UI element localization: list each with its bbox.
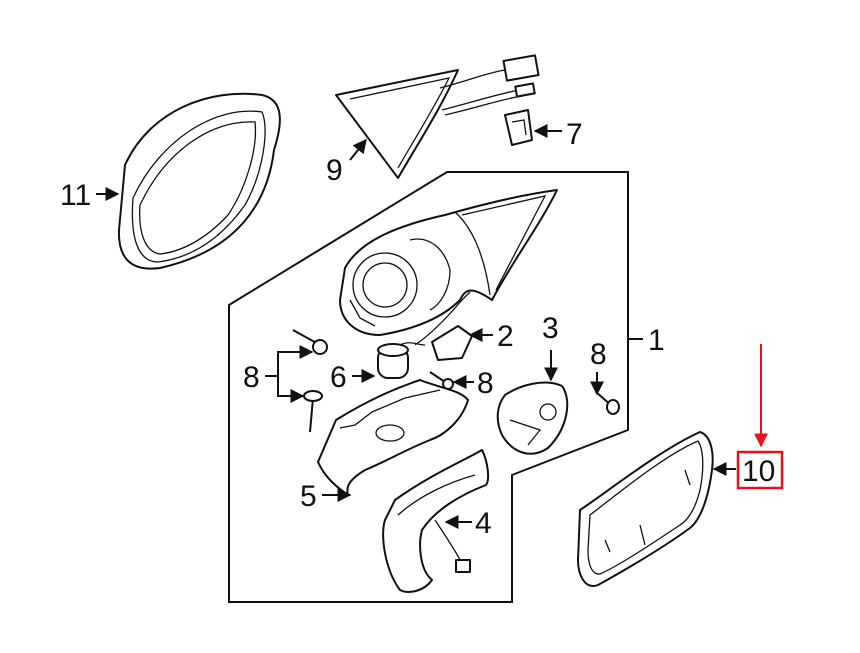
part-8-screw-right (595, 391, 620, 415)
callout-8-right: 8 (590, 338, 607, 371)
callout-8-left: 8 (243, 361, 260, 394)
leader-lines (96, 124, 768, 529)
callout-8-center: 8 (477, 367, 494, 400)
part-4-lower-cover (382, 449, 490, 593)
part-10-mirror-glass (577, 431, 714, 587)
callout-7: 7 (566, 118, 583, 151)
part-6-motor (377, 342, 426, 379)
part-8-screw-upper-left (292, 329, 328, 355)
part-1-mirror-base (339, 189, 558, 336)
callout-4: 4 (475, 507, 492, 540)
callout-2: 2 (497, 320, 514, 353)
callout-10: 10 (742, 455, 775, 488)
part-7-clip (504, 109, 533, 146)
part-2-connector (414, 291, 473, 361)
leader-8-upper (265, 345, 314, 377)
callout-3: 3 (542, 312, 559, 345)
callout-5: 5 (300, 480, 317, 513)
part-11-mirror-cover (117, 92, 281, 270)
callout-1: 1 (648, 324, 665, 357)
callout-6: 6 (330, 361, 347, 394)
leader-9 (349, 138, 367, 161)
callout-11: 11 (60, 179, 91, 212)
leader-8-lower (277, 376, 305, 403)
assembly-outline (228, 171, 629, 603)
callout-9: 9 (326, 154, 343, 187)
highlight-box (736, 450, 784, 490)
part-3-adapter-plate (496, 381, 569, 455)
part-8-screw-lower-left (303, 390, 323, 433)
part-9-triangle-trim (335, 54, 540, 179)
